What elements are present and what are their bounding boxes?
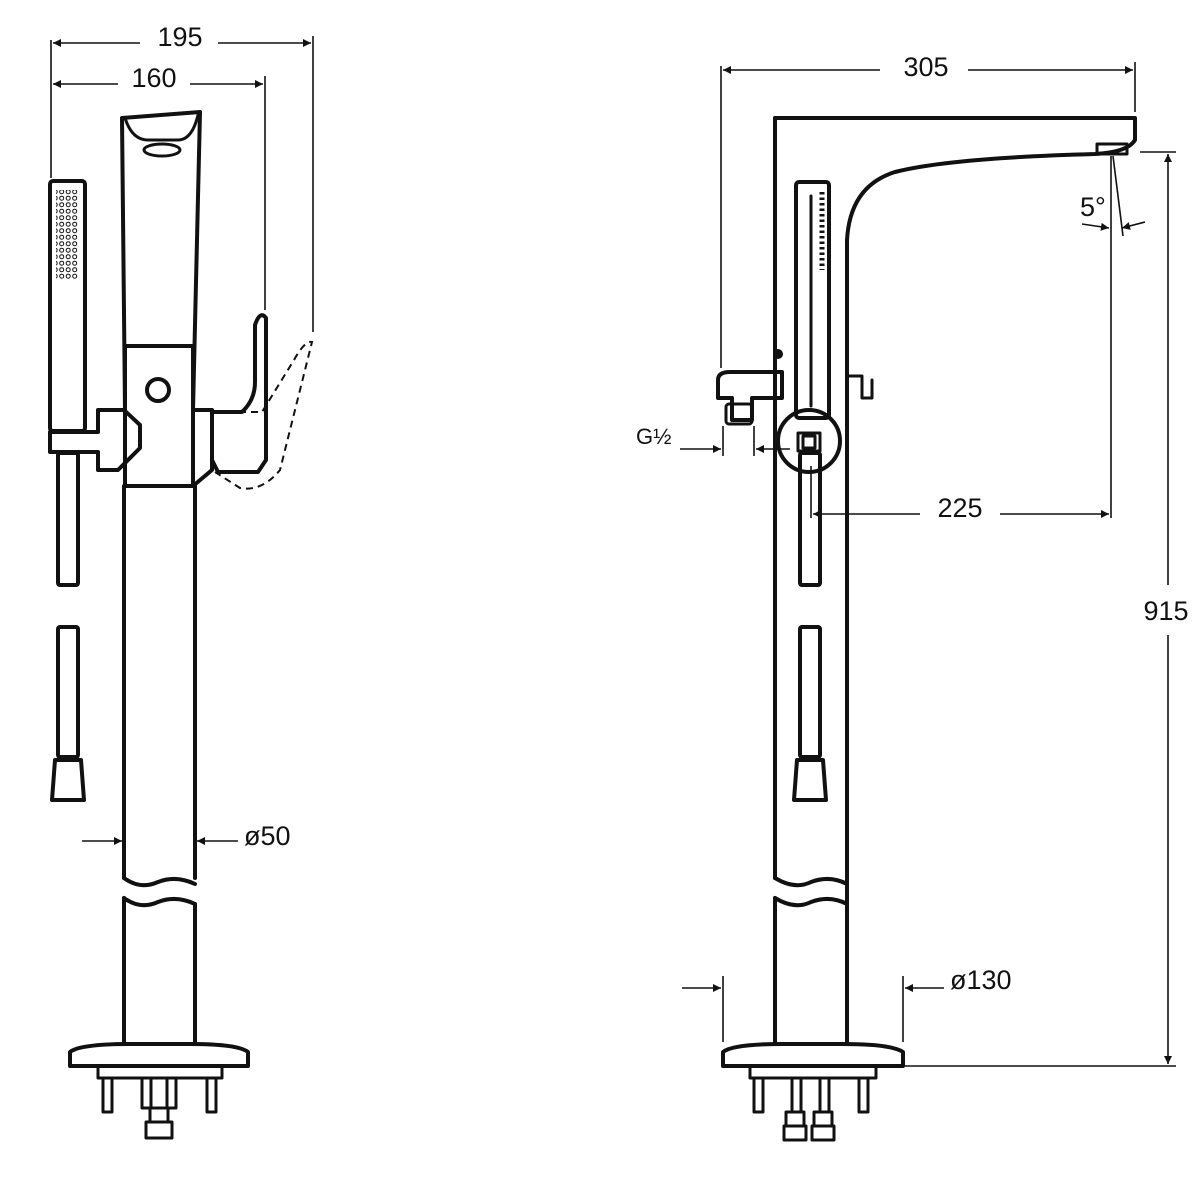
dimension-label-diameter-130: ø130 bbox=[950, 965, 1012, 995]
side-body bbox=[68, 110, 314, 1140]
dimension-label-305: 305 bbox=[903, 52, 948, 82]
dimension-label-angle-5: 5° bbox=[1080, 192, 1106, 222]
dimension-195: 195 bbox=[50, 22, 314, 332]
dimension-305: 305 bbox=[720, 52, 1136, 368]
dimension-diameter-50: ø50 bbox=[82, 821, 291, 851]
side-view: 195 160 bbox=[48, 22, 314, 1140]
dimension-label-225: 225 bbox=[937, 493, 982, 523]
dimension-915: 915 bbox=[905, 151, 1189, 1067]
dimension-label-915: 915 bbox=[1143, 596, 1188, 626]
dimension-thread-g-half: G½ bbox=[636, 424, 790, 456]
dimension-label-thread: G½ bbox=[636, 424, 671, 449]
dimension-label-160: 160 bbox=[131, 63, 176, 93]
dimension-160: 160 bbox=[53, 63, 266, 310]
dimension-label-diameter-50: ø50 bbox=[244, 821, 291, 851]
dimension-angle-5: 5° bbox=[1080, 155, 1146, 237]
dimension-225: 225 bbox=[810, 236, 1112, 523]
front-body bbox=[716, 116, 1137, 1142]
front-view: 305 bbox=[636, 52, 1189, 1142]
hand-shower-side bbox=[48, 179, 142, 802]
dimension-diameter-130: ø130 bbox=[682, 965, 1012, 1042]
dimension-label-195: 195 bbox=[157, 22, 202, 52]
